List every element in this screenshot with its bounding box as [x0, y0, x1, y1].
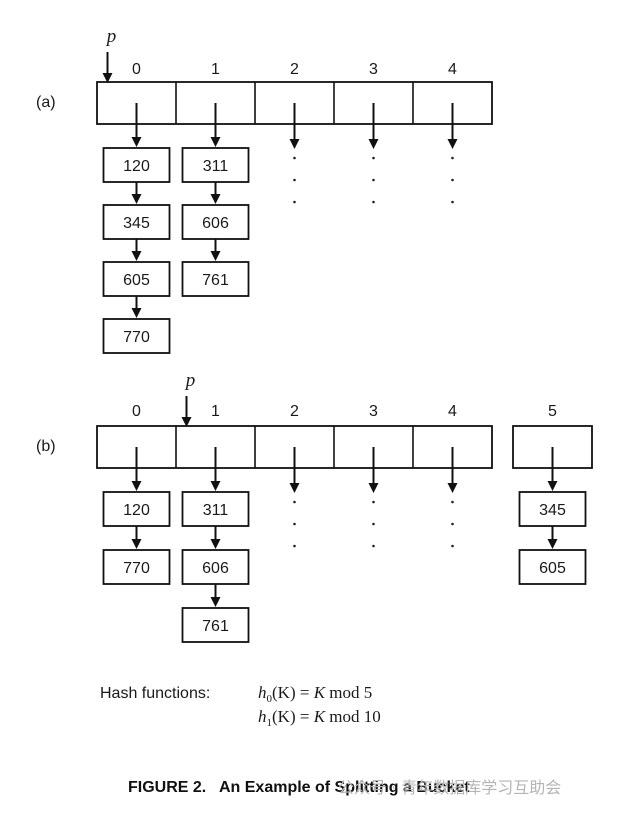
record-box-frame	[518, 491, 587, 527]
record-key: 120	[123, 158, 150, 175]
record-key: 606	[202, 215, 229, 232]
record-box: 770	[102, 549, 171, 585]
bucket-index: 1	[211, 61, 220, 78]
bucket-index: 0	[132, 61, 141, 78]
ellipsis-dot	[451, 544, 454, 548]
bucket-index: 5	[548, 403, 557, 420]
record-box: 120	[102, 491, 171, 527]
ellipsis-dot	[451, 500, 454, 504]
ellipsis-dot	[293, 500, 296, 504]
record-box-frame	[181, 261, 250, 297]
record-key: 605	[539, 560, 566, 577]
bucket-index: 3	[369, 403, 378, 420]
ellipsis-dot	[293, 200, 296, 204]
record-key: 120	[123, 502, 150, 519]
bucket-index: 3	[369, 61, 378, 78]
record-key: 311	[203, 502, 229, 519]
split-pointer-label: p	[184, 370, 196, 391]
ellipsis-dot	[293, 156, 296, 160]
record-box: 345	[102, 204, 171, 240]
record-box: 770	[102, 318, 171, 354]
hash-functions-label: Hash functions:	[100, 685, 210, 702]
record-key: 761	[202, 618, 229, 635]
record-box-frame	[181, 607, 250, 643]
hash-functions: Hash functions: h0(K) = K mod 5 h1(K) = …	[100, 683, 381, 729]
record-box: 761	[181, 261, 250, 297]
record-key: 311	[203, 158, 229, 175]
record-key: 345	[123, 215, 150, 232]
record-box: 311	[181, 491, 250, 527]
record-box: 120	[102, 147, 171, 183]
record-key: 770	[123, 329, 150, 346]
ellipsis-dot	[293, 178, 296, 182]
panel-label: (b)	[36, 438, 56, 455]
bucket-index: 2	[290, 403, 299, 420]
panel-label: (a)	[36, 94, 56, 111]
watermark: 公众号 · 青年数据库学习互助会	[338, 778, 561, 797]
hash-function-h1: h1(K) = K mod 10	[258, 707, 381, 729]
record-box: 345	[518, 491, 587, 527]
ellipsis-dot	[372, 178, 375, 182]
ellipsis-dot	[451, 522, 454, 526]
record-key: 345	[539, 502, 566, 519]
record-box: 605	[102, 261, 171, 297]
ellipsis-dot	[451, 178, 454, 182]
record-box: 311	[181, 147, 250, 183]
record-box: 761	[181, 607, 250, 643]
record-key: 770	[123, 560, 150, 577]
figure-caption: FIGURE 2. An Example of Splitting a Buck…	[128, 779, 470, 796]
bucket-index: 4	[448, 61, 457, 78]
ellipsis-dot	[372, 522, 375, 526]
hash-function-h0: h0(K) = K mod 5	[258, 683, 372, 705]
ellipsis-dot	[372, 200, 375, 204]
record-box-frame	[181, 147, 250, 183]
record-key: 761	[202, 272, 229, 289]
ellipsis-dot	[451, 200, 454, 204]
ellipsis-dot	[372, 156, 375, 160]
record-box-frame	[181, 204, 250, 240]
panel-a: (a) 0 1 2 3 4 p 120 345 605 770 311 606 761	[36, 26, 493, 354]
record-box: 606	[181, 549, 250, 585]
record-box-frame	[102, 318, 171, 354]
record-box-frame	[102, 204, 171, 240]
ellipsis-dot	[372, 544, 375, 548]
record-box-frame	[181, 491, 250, 527]
bucket-index: 1	[211, 403, 220, 420]
ellipsis-dot	[293, 522, 296, 526]
ellipsis-dot	[451, 156, 454, 160]
record-box-frame	[518, 549, 587, 585]
record-box: 606	[181, 204, 250, 240]
ellipsis-dot	[372, 500, 375, 504]
bucket-index: 4	[448, 403, 457, 420]
record-key: 606	[202, 560, 229, 577]
split-pointer-label: p	[105, 26, 117, 47]
record-box-frame	[102, 549, 171, 585]
record-box: 605	[518, 549, 587, 585]
bucket-index: 2	[290, 61, 299, 78]
bucket-index: 0	[132, 403, 141, 420]
record-box-frame	[102, 261, 171, 297]
ellipsis-dot	[293, 544, 296, 548]
record-box-frame	[102, 147, 171, 183]
record-key: 605	[123, 272, 150, 289]
